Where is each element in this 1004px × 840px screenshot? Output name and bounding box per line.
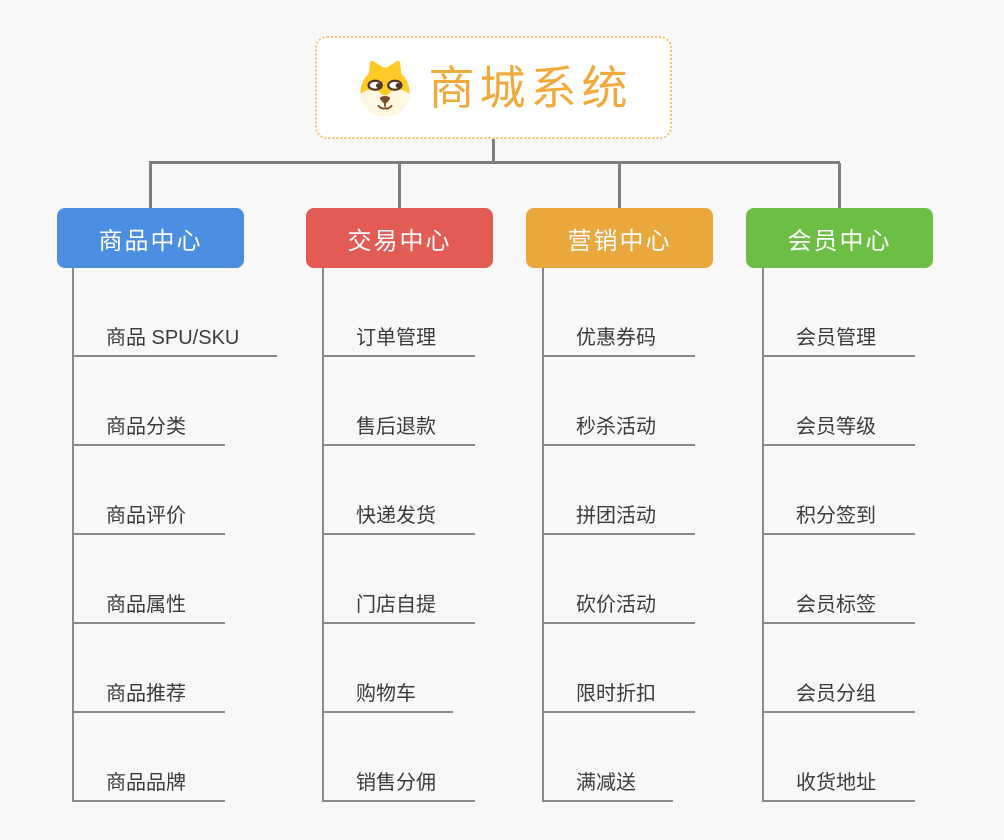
leaf-node[interactable]: 商品属性 (72, 582, 225, 624)
connector-drop-marketing (618, 163, 621, 208)
leaf-node[interactable]: 积分签到 (762, 493, 915, 535)
leaf-node[interactable]: 商品评价 (72, 493, 225, 535)
leaf-node[interactable]: 销售分佣 (322, 760, 475, 802)
leaf-node[interactable]: 收货地址 (762, 760, 915, 802)
connector-column-marketing (542, 268, 544, 802)
leaf-node[interactable]: 拼团活动 (542, 493, 695, 535)
leaf-node[interactable]: 商品 SPU/SKU (72, 315, 277, 357)
leaf-node[interactable]: 售后退款 (322, 404, 475, 446)
leaf-node[interactable]: 会员标签 (762, 582, 915, 624)
leaf-node[interactable]: 购物车 (322, 671, 453, 713)
leaf-node[interactable]: 订单管理 (322, 315, 475, 357)
root-node[interactable]: 商城系统 (315, 36, 672, 139)
leaf-node[interactable]: 优惠券码 (542, 315, 695, 357)
branch-node-member-center[interactable]: 会员中心 (746, 208, 933, 268)
leaf-node[interactable]: 门店自提 (322, 582, 475, 624)
branch-node-marketing-center[interactable]: 营销中心 (526, 208, 713, 268)
leaf-node[interactable]: 商品推荐 (72, 671, 225, 713)
leaf-node[interactable]: 砍价活动 (542, 582, 695, 624)
leaf-node[interactable]: 秒杀活动 (542, 404, 695, 446)
leaf-node[interactable]: 快递发货 (322, 493, 475, 535)
connector-column-product (72, 268, 74, 802)
connector-bus (149, 161, 840, 164)
connector-drop-trade (398, 163, 401, 208)
leaf-node[interactable]: 限时折扣 (542, 671, 695, 713)
leaf-node[interactable]: 会员管理 (762, 315, 915, 357)
leaf-node[interactable]: 会员等级 (762, 404, 915, 446)
leaf-node[interactable]: 商品分类 (72, 404, 225, 446)
leaf-node[interactable]: 会员分组 (762, 671, 915, 713)
root-title: 商城系统 (428, 61, 633, 114)
connector-column-trade (322, 268, 324, 802)
connector-drop-product (149, 163, 152, 208)
connector-root-stem (492, 139, 495, 164)
leaf-node[interactable]: 满减送 (542, 760, 673, 802)
branch-node-trade-center[interactable]: 交易中心 (306, 208, 493, 268)
leaf-node[interactable]: 商品品牌 (72, 760, 225, 802)
connector-drop-member (838, 163, 841, 208)
dog-icon (355, 58, 415, 118)
branch-node-product-center[interactable]: 商品中心 (57, 208, 244, 268)
connector-column-member (762, 268, 764, 802)
